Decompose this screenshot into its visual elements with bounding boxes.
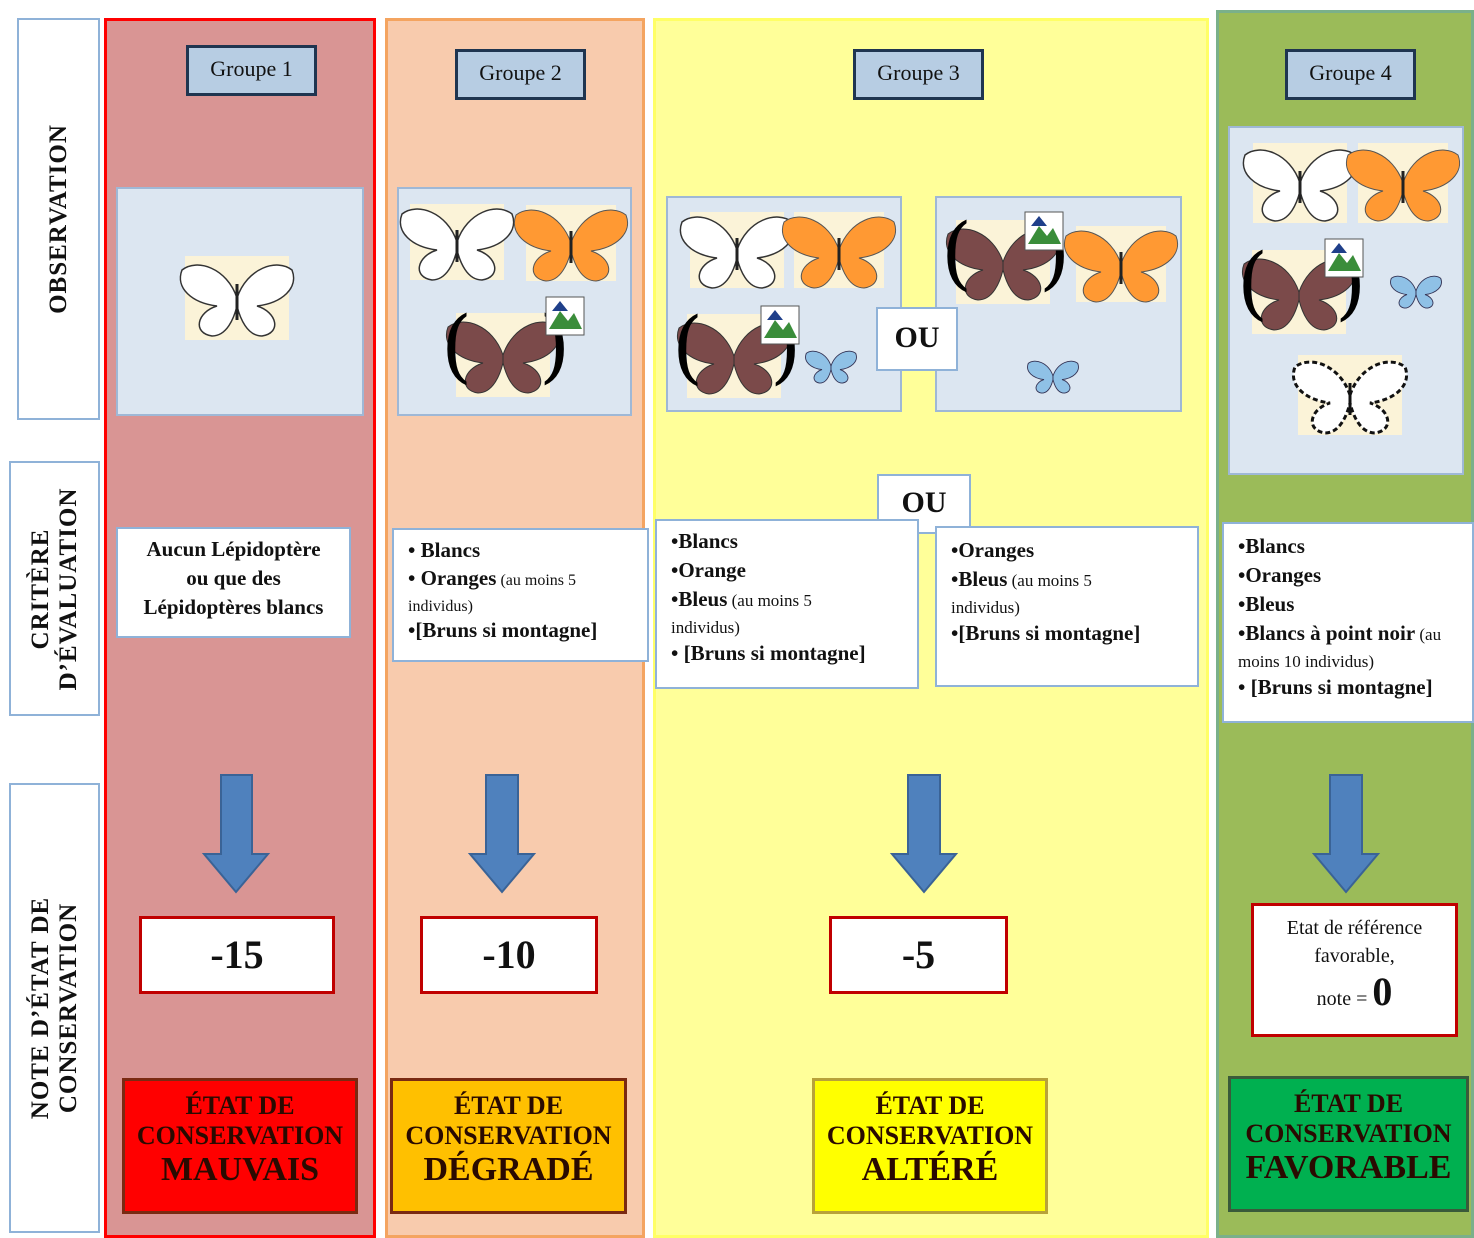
state-group-3: ÉTAT DE CONSERVATION ALTÉRÉ: [812, 1078, 1048, 1214]
row-label-observation: OBSERVATION: [17, 18, 100, 420]
row-label-note: NOTE D’ÉTAT DE CONSERVATION: [9, 783, 100, 1233]
row-label-note-line1: NOTE D’ÉTAT DE: [26, 896, 54, 1120]
group-2-title: Groupe 2: [455, 49, 586, 100]
criteria-line: • Blancs: [408, 538, 481, 562]
criteria-line: ou que des: [186, 566, 281, 590]
state-group-4: ÉTAT DE CONSERVATION FAVORABLE: [1228, 1076, 1469, 1212]
criteria-line: •Bleus (au moins 5: [951, 567, 1092, 591]
criteria-line: • [Bruns si montagne]: [671, 641, 866, 665]
observation-box-group-1: [116, 187, 364, 416]
criteria-line: Lépidoptères blancs: [143, 595, 324, 619]
criteria-group-1: Aucun Lépidoptère ou que des Lépidoptère…: [116, 527, 351, 638]
row-label-critere-line2: D’ÉVALUATION: [54, 487, 82, 690]
observation-box-group-2: [397, 187, 632, 416]
state-group-1: ÉTAT DE CONSERVATION MAUVAIS: [122, 1078, 358, 1214]
score-text: Etat de référence: [1286, 917, 1423, 939]
criteria-group-4: •Blancs •Oranges •Bleus •Blancs à point …: [1222, 522, 1474, 723]
state-group-2: ÉTAT DE CONSERVATION DÉGRADÉ: [390, 1078, 627, 1214]
criteria-line: •Orange: [671, 558, 747, 582]
score-group-4: Etat de référence favorable, note = 0: [1251, 903, 1458, 1037]
row-label-note-text: NOTE D’ÉTAT DE CONSERVATION: [27, 897, 83, 1119]
score-group-3: -5: [829, 916, 1008, 994]
group-3-title: Groupe 3: [853, 49, 984, 100]
row-label-critere-line1: CRITÈRE: [26, 528, 54, 649]
row-label-critere-text: CRITÈRE D’ÉVALUATION: [27, 487, 83, 690]
score-note: note = 0: [1316, 969, 1393, 1014]
criteria-line: •Bleus (au moins 5: [671, 587, 812, 611]
observation-box-group-3b: [935, 196, 1182, 412]
group-1-title: Groupe 1: [186, 45, 317, 96]
criteria-line: individus): [951, 598, 1020, 617]
group-4-title: Groupe 4: [1285, 49, 1416, 100]
criteria-group-3-right: •Oranges •Bleus (au moins 5 individus) •…: [935, 526, 1199, 687]
criteria-line: •Bleus: [1238, 592, 1295, 616]
criteria-line: individus): [408, 598, 473, 615]
criteria-line: individus): [671, 618, 740, 637]
score-group-1: -15: [139, 916, 335, 994]
score-text: favorable,: [1314, 945, 1395, 967]
criteria-line: • Oranges (au moins 5: [408, 566, 576, 590]
criteria-line: moins 10 individus): [1238, 652, 1375, 671]
criteria-line: •Blancs à point noir (au: [1238, 621, 1442, 645]
row-label-critere: CRITÈRE D’ÉVALUATION: [9, 461, 100, 716]
observation-box-group-3a: [666, 196, 902, 412]
criteria-line: Aucun Lépidoptère: [146, 537, 321, 561]
criteria-group-2: • Blancs • Oranges (au moins 5 individus…: [392, 528, 649, 662]
criteria-line: • [Bruns si montagne]: [1238, 675, 1433, 699]
observation-box-group-4: [1228, 126, 1464, 475]
criteria-line: •Blancs: [1238, 534, 1305, 558]
criteria-line: •Oranges: [951, 538, 1035, 562]
criteria-line: •Oranges: [1238, 563, 1322, 587]
criteria-group-3-left: •Blancs •Orange •Bleus (au moins 5 indiv…: [655, 519, 919, 689]
row-label-observation-text: OBSERVATION: [44, 124, 72, 314]
criteria-line: •[Bruns si montagne]: [951, 621, 1141, 645]
ou-label-observation: OU: [876, 307, 958, 371]
criteria-line: •Blancs: [671, 529, 738, 553]
criteria-line: •[Bruns si montagne]: [408, 618, 598, 642]
score-group-2: -10: [420, 916, 598, 994]
row-label-note-line2: CONSERVATION: [54, 902, 82, 1114]
